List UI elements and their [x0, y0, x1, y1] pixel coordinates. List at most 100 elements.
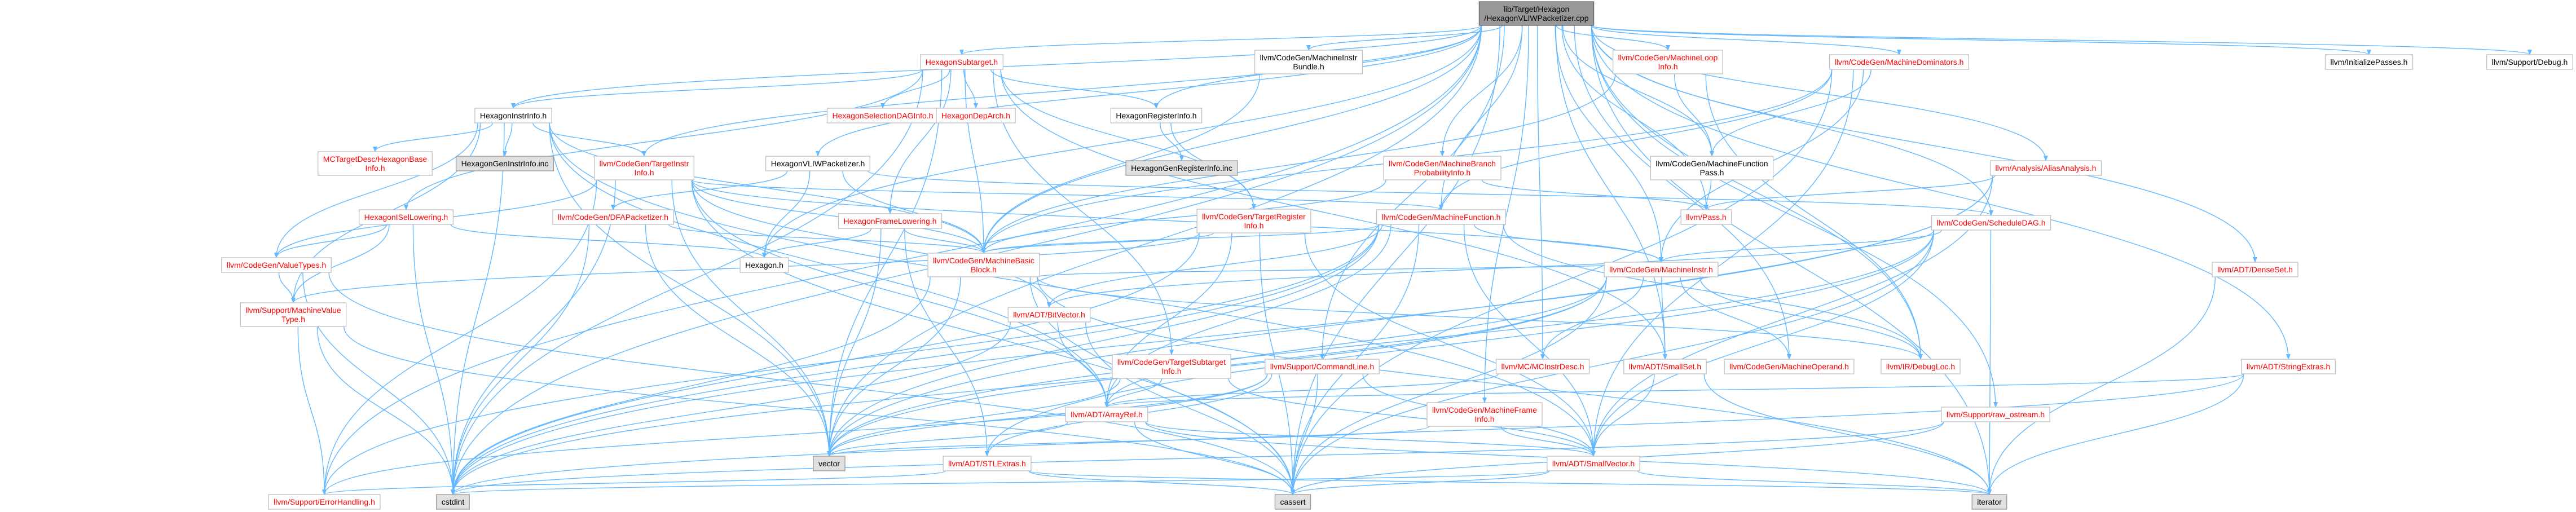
edge-bitvector-to-cstdint	[451, 321, 1011, 495]
edge-arrayref-to-smallvector	[1145, 421, 1596, 457]
edge-root-to-aliasanalysis	[1591, 25, 2048, 161]
node-scheduledag[interactable]: llvm/CodeGen/ScheduleDAG.h	[1931, 215, 2051, 231]
node-aliasanalysis[interactable]: llvm/Analysis/AliasAnalysis.h	[1989, 160, 2102, 176]
node-label: llvm/ADT/DenseSet.h	[2217, 265, 2293, 274]
node-box	[240, 302, 347, 327]
node-box	[936, 108, 1016, 123]
node-smallset[interactable]: llvm/ADT/SmallSet.h	[1623, 359, 1707, 374]
node-arrayref[interactable]: llvm/ADT/ArrayRef.h	[1065, 407, 1148, 422]
node-isellowering[interactable]: HexagonISelLowering.h	[359, 209, 453, 225]
edge	[965, 69, 986, 254]
node-vector[interactable]: vector	[813, 456, 846, 471]
node-commandline[interactable]: llvm/Support/CommandLine.h	[1265, 359, 1380, 374]
node-bitvector[interactable]: llvm/ADT/BitVector.h	[1007, 307, 1091, 323]
node-dominators[interactable]: llvm/CodeGen/MachineDominators.h	[1829, 54, 1970, 70]
node-machineoperand[interactable]: llvm/CodeGen/MachineOperand.h	[1724, 359, 1855, 374]
edge-machineinstr-to-cstdint	[451, 276, 1607, 495]
node-cassert[interactable]: cassert	[1274, 494, 1311, 510]
edge-root-to-debugloc	[1591, 25, 1923, 360]
node-initpasses[interactable]: llvm/InitializePasses.h	[2324, 54, 2414, 70]
node-pass[interactable]: llvm/Pass.h	[1680, 209, 1732, 225]
node-hexsubtarget[interactable]: HexagonSubtarget.h	[920, 54, 1003, 70]
node-errorhandling[interactable]: llvm/Support/ErrorHandling.h	[268, 494, 381, 510]
node-geninstrinfo[interactable]: HexagonGenInstrInfo.inc	[455, 156, 554, 171]
edge	[1000, 69, 1667, 360]
edge-smallvector-to-cassert	[1291, 470, 1550, 495]
node-machineinstr[interactable]: llvm/CodeGen/MachineInstr.h	[1604, 262, 1719, 277]
edge-hexsubtarget-to-seldaginfo	[880, 69, 950, 109]
edge	[1104, 373, 2244, 408]
edge	[827, 373, 1268, 457]
edge-hexinstrinfo-to-vector	[549, 122, 831, 457]
node-box	[1265, 359, 1380, 374]
node-stringextras[interactable]: llvm/ADT/StringExtras.h	[2241, 359, 2336, 374]
node-hexagonh[interactable]: Hexagon.h	[739, 257, 789, 273]
edge-subtargetinfo-to-vector	[827, 378, 1121, 457]
node-hexinstrinfo[interactable]: HexagonInstrInfo.h	[474, 108, 552, 123]
node-label: llvm/Support/raw_ostream.h	[1947, 410, 2045, 419]
edge-targetinstrinfo-to-vector	[671, 179, 831, 457]
node-label: llvm/CodeGen/MachineBranch	[1389, 159, 1496, 168]
node-stlextras[interactable]: llvm/ADT/STLExtras.h	[943, 456, 1032, 471]
node-root[interactable]: lib/Target/Hexagon/HexagonVLIWPacketizer…	[1478, 1, 1595, 26]
edge	[827, 228, 882, 457]
node-smallvector[interactable]: llvm/ADT/SmallVector.h	[1547, 456, 1640, 471]
edge-hexsubtarget-to-hexinstrinfo	[511, 69, 923, 109]
node-label: llvm/MC/MCInstrDesc.h	[1501, 362, 1584, 371]
edge	[1463, 224, 1596, 457]
edge	[762, 228, 872, 258]
node-box	[1650, 156, 1774, 180]
edges-layer	[274, 25, 2532, 495]
edge-root-to-mcinstrdesc	[1536, 25, 1545, 360]
edge-hexsubtarget-to-isellowering	[404, 69, 923, 210]
edge	[451, 179, 616, 495]
node-iterator[interactable]: iterator	[1971, 494, 2007, 510]
node-mcinstrdesc[interactable]: llvm/MC/MCInstrDesc.h	[1495, 359, 1590, 374]
node-denseset[interactable]: llvm/ADT/DenseSet.h	[2212, 262, 2298, 277]
node-box	[943, 456, 1032, 471]
node-seldaginfo[interactable]: HexagonSelectionDAGInfo.h	[826, 108, 939, 123]
node-framelowering[interactable]: HexagonFrameLowering.h	[838, 213, 943, 229]
node-debugloc[interactable]: llvm/IR/DebugLoc.h	[1881, 359, 1961, 374]
node-branchprob[interactable]: llvm/CodeGen/MachineBranchProbabilityInf…	[1383, 156, 1501, 180]
node-machinefunction[interactable]: llvm/CodeGen/MachineFunction.h	[1376, 209, 1507, 225]
node-cstdint[interactable]: cstdint	[436, 494, 470, 510]
edge	[1104, 232, 1232, 408]
edge	[451, 276, 931, 495]
edge-hexinstrinfo-to-arrayref	[549, 122, 1109, 408]
edge	[827, 69, 943, 457]
node-deparch[interactable]: HexagonDepArch.h	[936, 108, 1016, 123]
edge	[880, 69, 950, 109]
node-label: llvm/Pass.h	[1686, 213, 1727, 222]
edge-dfapacketizer-to-basicblock	[668, 224, 986, 254]
node-vliwpacketizer[interactable]: HexagonVLIWPacketizer.h	[765, 156, 870, 171]
node-debug[interactable]: llvm/Support/Debug.h	[2486, 54, 2573, 70]
node-label: Info.h	[1474, 414, 1494, 423]
edge-root-to-hexagonh	[762, 25, 1482, 258]
edge-machinefunction-to-arrayref	[1104, 224, 1392, 408]
edge-root-to-machineinstr	[1555, 25, 1663, 263]
node-valuetypes[interactable]: llvm/CodeGen/ValueTypes.h	[221, 257, 332, 273]
edge	[1710, 69, 1872, 157]
node-reginfo[interactable]: HexagonRegisterInfo.h	[1110, 108, 1203, 123]
edge	[981, 232, 1214, 254]
node-dfapacketizer[interactable]: llvm/CodeGen/DFAPacketizer.h	[552, 209, 674, 225]
node-box	[268, 494, 381, 510]
edge	[274, 224, 387, 258]
edge-dominators-to-funcpass	[1710, 69, 1872, 157]
node-rawostream[interactable]: llvm/Support/raw_ostream.h	[1941, 407, 2050, 422]
edge-root-to-funcpass	[1562, 25, 1714, 157]
node-genreginfo[interactable]: HexagonGenRegisterInfo.inc	[1125, 160, 1238, 176]
edge	[1000, 69, 1256, 210]
edge-machineinstr-to-debugloc	[1699, 276, 1923, 360]
